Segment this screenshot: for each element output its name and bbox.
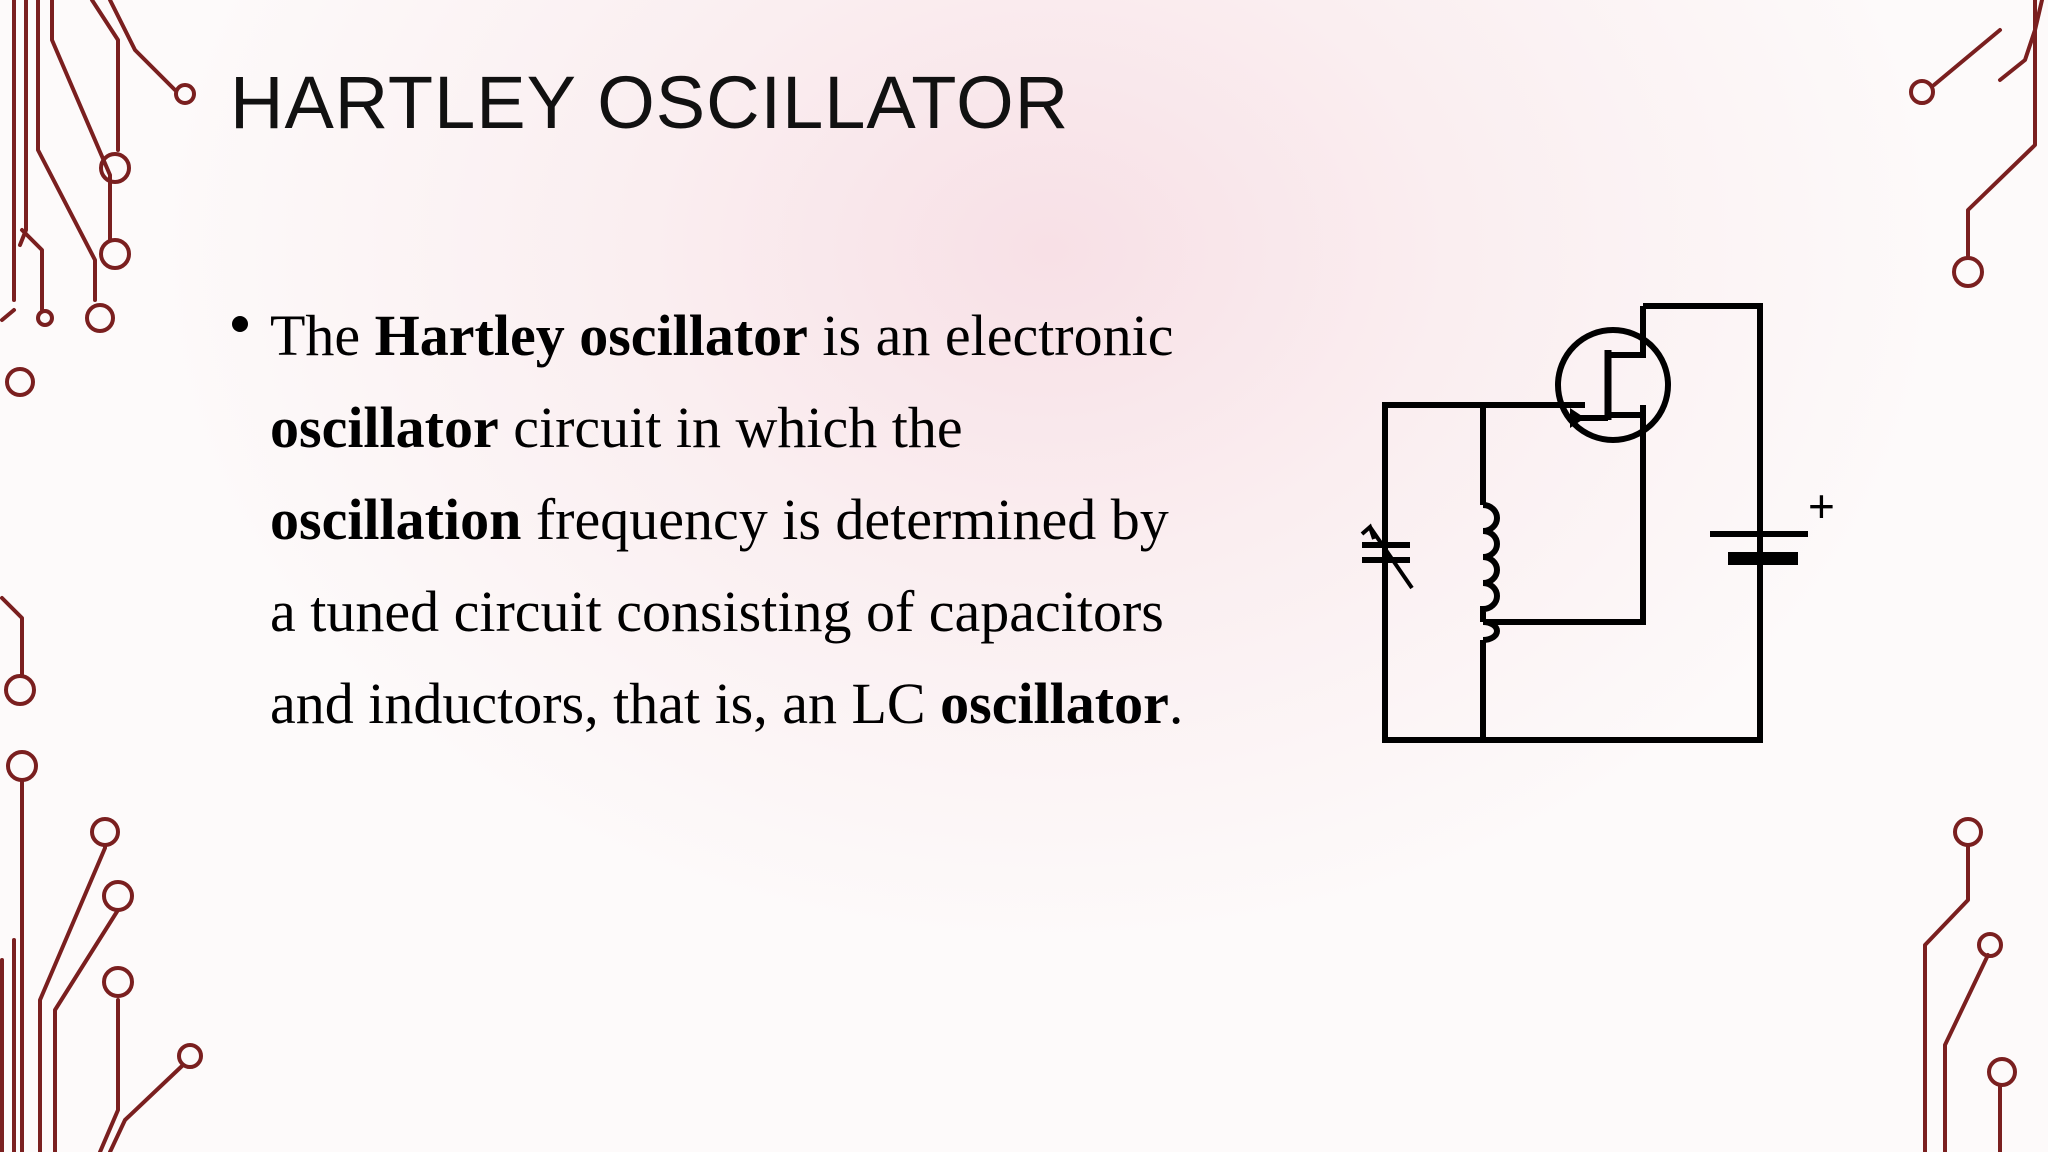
capacitor-icon	[1362, 542, 1410, 563]
wire	[1480, 402, 1500, 505]
trace-node	[102, 880, 134, 912]
hartley-circuit-diagram: +	[1360, 303, 1835, 743]
trace-node	[6, 750, 38, 782]
trace-line	[1932, 28, 2002, 87]
bold-text-run: oscillation	[270, 487, 522, 552]
trace-line	[0, 596, 24, 678]
trace-node	[5, 367, 35, 397]
text-run: .	[1168, 671, 1184, 736]
bullet-paragraph: The Hartley oscillator is an electronic …	[270, 290, 1208, 750]
inductor-icon	[1482, 619, 1500, 643]
trace-line	[1966, 0, 2037, 258]
trace-node	[177, 1043, 203, 1069]
trace-node	[1987, 1057, 2017, 1087]
trace-node	[1977, 932, 2003, 958]
bullet-item: The Hartley oscillator is an electronic …	[228, 290, 1208, 750]
transistor-icon	[1555, 327, 1671, 443]
trace-node	[1909, 79, 1935, 105]
battery-icon	[1728, 552, 1798, 565]
bold-text-run: Hartley oscillator	[374, 303, 808, 368]
trace-line	[53, 908, 120, 1152]
trace-line	[36, 0, 97, 302]
trace-node	[90, 817, 120, 847]
battery-plus-label: +	[1808, 480, 1835, 532]
trace-node	[99, 238, 131, 270]
bold-text-run: oscillator	[270, 395, 499, 460]
trace-line	[18, 0, 28, 247]
text-run: circuit in which the	[498, 395, 963, 460]
trace-node	[1953, 817, 1983, 847]
trace-line	[90, 0, 120, 152]
trace-node	[85, 303, 115, 333]
trace-line	[108, 0, 177, 92]
trace-line	[20, 228, 44, 312]
wire	[1483, 405, 1646, 625]
trace-node	[1952, 256, 1984, 288]
trace-line	[0, 308, 16, 322]
wire	[1382, 303, 1763, 743]
bold-text-run: oscillator	[940, 671, 1169, 736]
trace-node	[102, 966, 134, 998]
text-run: The	[270, 303, 375, 368]
text-run: is an electronic	[807, 303, 1174, 368]
trace-line	[98, 998, 120, 1152]
trace-line	[1998, 0, 2044, 82]
slide-title: HARTLEY OSCILLATOR	[230, 61, 1070, 144]
text-run: frequency is determined by a tuned circu…	[270, 487, 1169, 736]
bullet-dot-icon	[232, 316, 248, 332]
trace-line	[108, 1064, 184, 1152]
trace-node	[99, 152, 131, 184]
trace-node	[174, 83, 196, 105]
variable-arrow-icon	[1368, 525, 1414, 590]
trace-line	[50, 0, 112, 242]
trace-line	[1923, 843, 1970, 1152]
trace-line	[38, 843, 107, 1152]
variable-arrow-icon	[1360, 523, 1376, 540]
transistor-drain	[1608, 306, 1646, 358]
trace-node	[36, 309, 54, 327]
inductor-icon	[1480, 502, 1500, 622]
trace-line	[1943, 953, 1990, 1152]
bullet-list: The Hartley oscillator is an electronic …	[228, 290, 1208, 750]
trace-node	[4, 674, 36, 706]
